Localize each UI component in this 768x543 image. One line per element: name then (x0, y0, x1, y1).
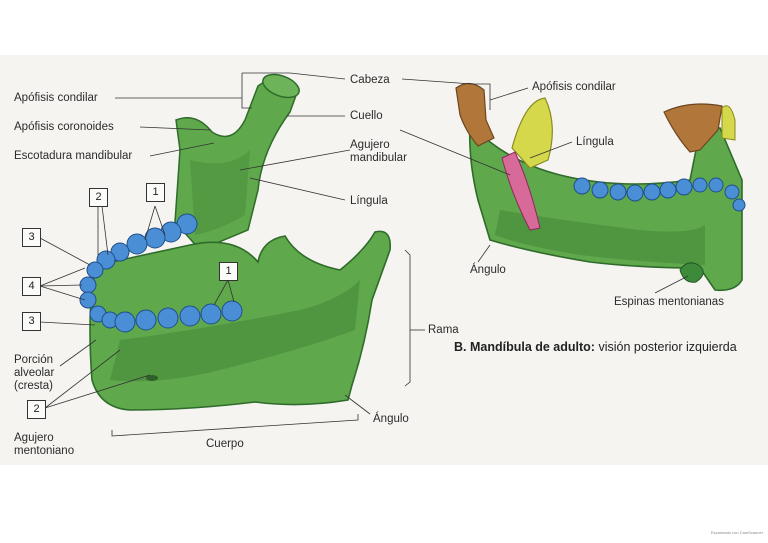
mandible-a-condyle (262, 73, 300, 99)
label-apofisis-condilar-b: Apófisis condilar (532, 81, 616, 93)
label-porcion-alveolar-line1: Porción (14, 354, 53, 366)
mandible-a-ramus-shading (190, 150, 250, 235)
label-apofisis-coronoides: Apófisis coronoides (14, 121, 114, 133)
figure-b-caption: B. Mandíbula de adulto: visión posterior… (454, 340, 737, 354)
coronoid-b-right (721, 105, 736, 141)
figure-a-mandible (79, 73, 392, 411)
number-box-3-bottom: 3 (22, 312, 41, 331)
figure-b-leaders (399, 78, 689, 294)
mandible-a-shading (110, 280, 360, 382)
condyle-b-right (663, 103, 723, 153)
figure-b-mandible (455, 82, 746, 292)
label-cabeza: Cabeza (350, 74, 390, 86)
label-porcion-alveolar-line2: alveolar (14, 367, 55, 379)
label-agujero-mandibular-line1: Agujero (350, 139, 390, 151)
condyle-b-left (455, 82, 495, 147)
number-box-4: 4 (22, 277, 41, 296)
teeth-b (573, 177, 746, 212)
mandible-a-body (89, 230, 392, 411)
label-lingula-a: Língula (350, 195, 388, 207)
label-agujero-mentoniano-line2: mentoniano (14, 445, 75, 457)
label-espinas-mentonianas: Espinas mentonianas (614, 296, 724, 308)
caption-view: visión posterior izquierda (594, 340, 737, 354)
mandible-b-shading (495, 210, 705, 265)
label-agujero-mentoniano-line1: Agujero (14, 432, 54, 444)
number-box-1-lower: 1 (219, 262, 238, 281)
teeth-a-upper (86, 213, 198, 279)
label-rama: Rama (428, 324, 459, 336)
mandibular-foramen-b (501, 151, 541, 231)
coronoid-b-left (511, 97, 553, 169)
number-box-3-top: 3 (22, 228, 41, 247)
label-agujero-mandibular-line2: mandibular (350, 152, 407, 164)
teeth-a-lower (79, 276, 243, 333)
number-box-2-top: 2 (89, 188, 108, 207)
label-angulo-b: Ángulo (470, 264, 506, 276)
number-box-1-top: 1 (146, 183, 165, 202)
caption-title: B. Mandíbula de adulto: (454, 340, 595, 354)
number-box-2-bottom: 2 (27, 400, 46, 419)
mental-foramen (146, 375, 158, 381)
label-escotadura-mandibular: Escotadura mandibular (14, 150, 133, 162)
mental-spines (679, 262, 704, 283)
label-angulo-a: Ángulo (373, 413, 409, 425)
label-cuerpo: Cuerpo (206, 438, 244, 450)
label-lingula-b: Língula (576, 136, 614, 148)
mandible-b-body (468, 118, 743, 292)
scanner-watermark: Escaneado con CamScanner (711, 530, 764, 535)
label-porcion-alveolar-line3: (cresta) (14, 380, 53, 392)
label-apofisis-condilar: Apófisis condilar (14, 92, 98, 104)
label-cuello: Cuello (350, 110, 383, 122)
figure-a-leaders (39, 72, 425, 437)
